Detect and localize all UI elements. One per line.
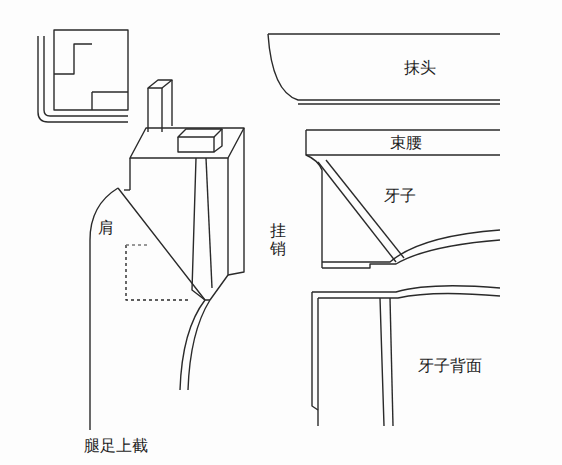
part-name: 挂销 [268,222,288,257]
apron-back [312,286,500,426]
part-name: 抹头 [402,58,438,77]
part-name: 牙子背面 [416,356,484,375]
waist [306,130,500,155]
leg-top [90,80,244,430]
apron [306,155,500,268]
part-name: 腿足上截 [82,436,150,455]
corner-detail [38,30,128,122]
part-name: 束腰 [388,133,424,152]
part-name: 牙子 [382,186,418,205]
top-rail [268,34,500,104]
part-name: 肩 [96,218,116,237]
